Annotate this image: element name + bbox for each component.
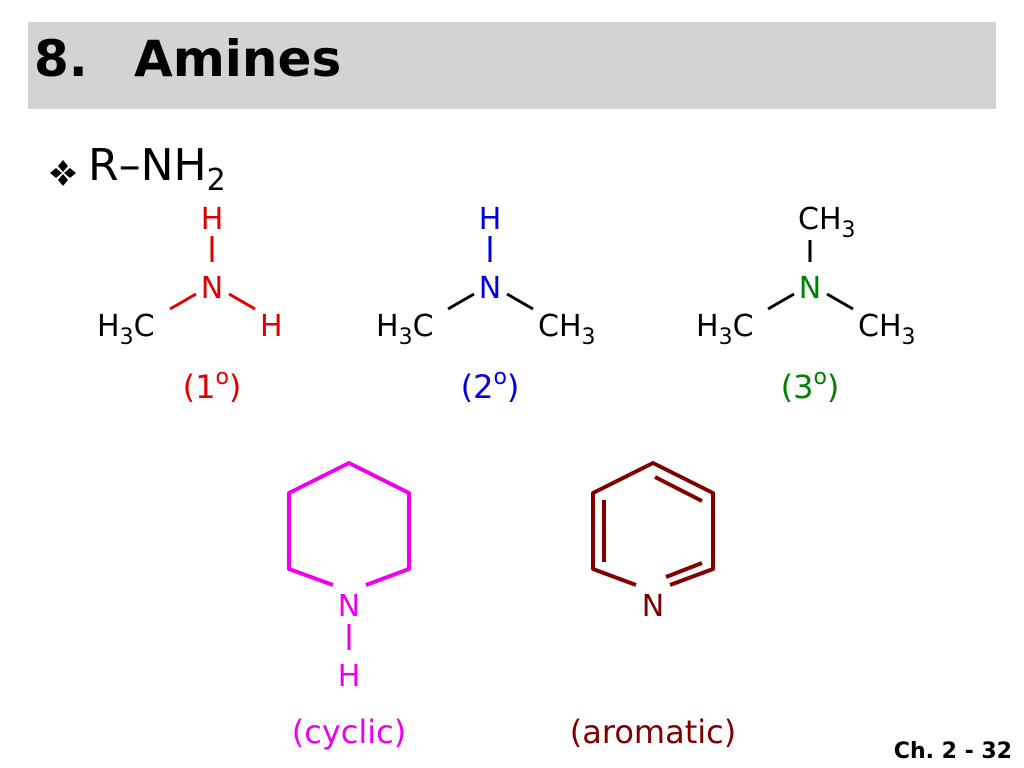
cyclic-ring-bonds <box>287 461 411 587</box>
aromatic-double-bond-top <box>654 475 703 503</box>
formula-subscript: 2 <box>206 163 226 198</box>
cyclic-amine-structure: N H (cyclic) <box>287 461 411 751</box>
tertiary-degree-label: (3o) <box>781 365 840 406</box>
tertiary-nitrogen: N <box>799 271 821 306</box>
secondary-bond-n-c-right <box>506 292 534 311</box>
tertiary-top-methyl: CH3 <box>798 202 856 243</box>
secondary-nitrogen: N <box>479 271 501 306</box>
aromatic-nitrogen: N <box>642 589 664 624</box>
secondary-right-methyl: CH3 <box>538 309 596 350</box>
secondary-top-h: H <box>479 202 502 237</box>
tertiary-bond-n-c-right <box>826 292 854 311</box>
tertiary-right-methyl: CH3 <box>858 309 916 350</box>
formula-main: R–NH <box>88 140 207 191</box>
aromatic-double-bond-bottom <box>665 561 703 579</box>
tertiary-amine-structure: CH3 N H3C CH3 (3o) <box>696 202 916 406</box>
slide-number: Ch. 2 - 32 <box>893 739 1012 764</box>
primary-top-h: H <box>201 202 224 237</box>
section-number: 8. <box>34 30 88 88</box>
primary-nitrogen: N <box>201 271 223 306</box>
primary-bond-n-h-right <box>228 292 256 311</box>
tertiary-bond-n-c-left <box>767 292 795 311</box>
four-diamond-bullet-icon <box>50 160 76 186</box>
secondary-bond-n-c-left <box>447 292 475 311</box>
secondary-amine-structure: H N H3C CH3 (2o) <box>376 202 596 406</box>
aromatic-label: (aromatic) <box>570 713 736 751</box>
secondary-degree-label: (2o) <box>461 365 520 406</box>
secondary-left-methyl: H3C <box>376 309 434 350</box>
aromatic-amine-structure: N (aromatic) <box>570 461 736 751</box>
tertiary-left-methyl: H3C <box>696 309 754 350</box>
primary-bond-n-c <box>169 292 197 311</box>
primary-degree-label: (1o) <box>183 365 242 406</box>
title-bar: 8. Amines <box>28 22 996 109</box>
general-formula: R–NH2 <box>88 140 226 198</box>
cyclic-nitrogen: N <box>338 589 360 624</box>
cyclic-hydrogen: H <box>338 659 361 694</box>
primary-right-h: H <box>260 309 283 344</box>
aromatic-ring-bonds <box>591 461 715 587</box>
cyclic-label: (cyclic) <box>292 713 406 751</box>
page-title: Amines <box>134 30 342 88</box>
primary-amine-structure: H N H3C H (1o) <box>97 202 283 406</box>
primary-methyl: H3C <box>97 309 155 350</box>
